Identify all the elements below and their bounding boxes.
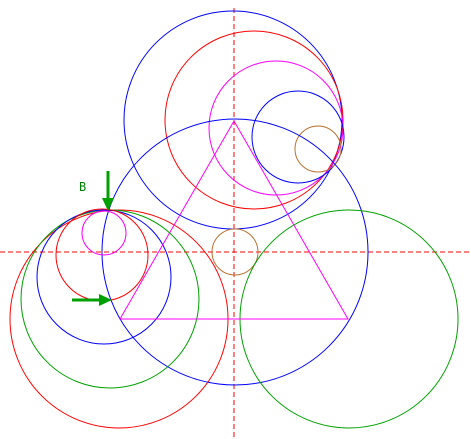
left-blue-circle — [36, 209, 172, 345]
left-magenta-circle — [81, 210, 127, 256]
central-brown-circle — [211, 228, 259, 276]
upper-small-blue-circle — [251, 90, 345, 184]
right-arrow-icon — [72, 294, 112, 306]
upper-brown-circle — [294, 125, 342, 173]
central-blue-circle — [101, 118, 369, 386]
upper-large-blue-circle — [123, 10, 343, 230]
upper-magenta-circle — [208, 60, 344, 196]
magenta-triangle — [119, 119, 349, 320]
point-b-label: B — [79, 180, 86, 194]
down-arrow-icon — [102, 171, 114, 211]
